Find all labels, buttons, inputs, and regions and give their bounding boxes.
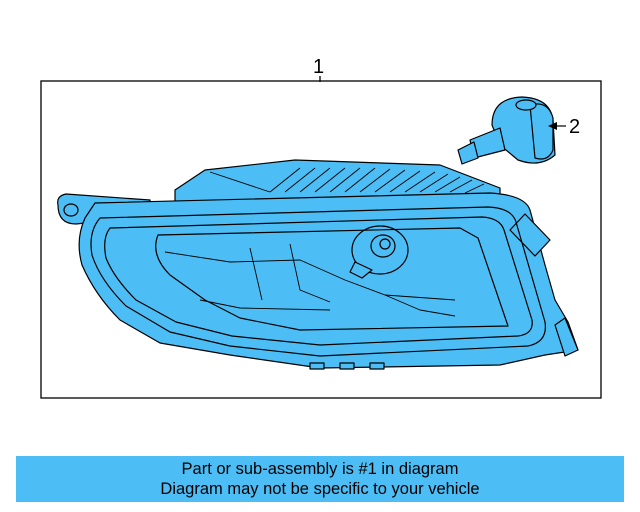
callout-2-label: 2	[569, 116, 580, 138]
bulb-socket-flange	[529, 103, 554, 160]
outer-bezel	[90, 206, 546, 357]
assembly-frame	[40, 80, 602, 399]
right-clip-upper	[509, 213, 551, 257]
housing-ribs	[209, 167, 485, 194]
parts-diagram: 1	[40, 56, 602, 399]
info-banner: Part or sub-assembly is #1 in diagram Di…	[16, 456, 624, 502]
projector-mount	[349, 261, 373, 279]
callout-1-label: 1	[313, 56, 324, 78]
mounting-hole	[63, 203, 79, 217]
lens-opening	[155, 227, 509, 331]
housing-body	[78, 192, 579, 369]
inner-bezel	[104, 216, 533, 346]
banner-line-2: Diagram may not be specific to your vehi…	[160, 480, 480, 498]
bulb-icon	[457, 96, 556, 165]
banner-line-1: Part or sub-assembly is #1 in diagram	[181, 460, 459, 478]
bulb-glass	[457, 141, 479, 165]
reflector-lines	[164, 243, 456, 317]
right-clip-lower	[554, 317, 579, 357]
callout-2-arrowhead	[548, 122, 557, 130]
fog-lamp-housing	[57, 159, 579, 370]
bottom-tabs	[309, 362, 385, 370]
projector-lens-outer	[351, 225, 409, 275]
projector-lens-core	[379, 238, 391, 250]
